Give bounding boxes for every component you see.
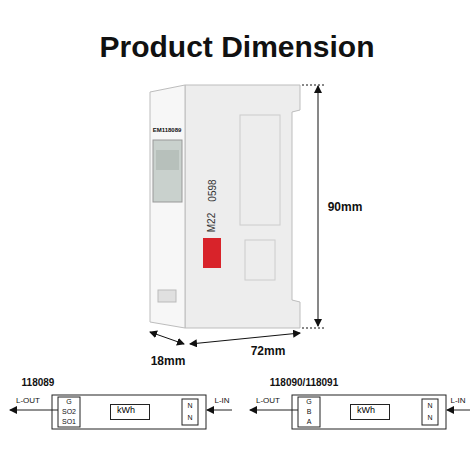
diagram-label: 18mm <box>151 355 186 368</box>
diagram-label: B <box>307 408 312 416</box>
diagram-label: L-OUT <box>16 397 40 406</box>
diagram-label: L-IN <box>214 397 229 406</box>
box-text: kWh <box>117 406 143 416</box>
diagram-label: N <box>187 402 192 410</box>
wiring-diagrams <box>10 395 470 429</box>
diagram-label: M22 <box>206 212 217 231</box>
diagram-label: 0598 <box>207 179 218 201</box>
diagram-label: L-OUT <box>256 397 280 406</box>
diagram-label: 118089 <box>22 377 55 388</box>
diagram-label: G <box>306 398 311 406</box>
diagram-label: A <box>307 418 312 426</box>
diagram-label: SO2 <box>62 408 76 416</box>
diagram-label: N <box>427 402 432 410</box>
diagram-label: N <box>187 414 192 422</box>
meter-box: kWh <box>350 404 390 420</box>
energy-meter <box>150 85 300 328</box>
meter-box: kWh <box>110 404 150 420</box>
diagram-label: EM118089 <box>153 127 182 134</box>
diagram-label: 72mm <box>251 345 286 358</box>
box-text: kWh <box>357 406 383 416</box>
diagram-label: N <box>427 414 432 422</box>
diagram-label: 90mm <box>328 201 363 214</box>
page-title: Product Dimension <box>99 30 374 63</box>
diagram-label: G <box>66 398 71 406</box>
dimension-lines <box>150 85 324 344</box>
diagram-label: SO1 <box>62 418 76 426</box>
diagram-label: L-IN <box>450 397 465 406</box>
diagram-label: 118090/118091 <box>270 377 338 388</box>
